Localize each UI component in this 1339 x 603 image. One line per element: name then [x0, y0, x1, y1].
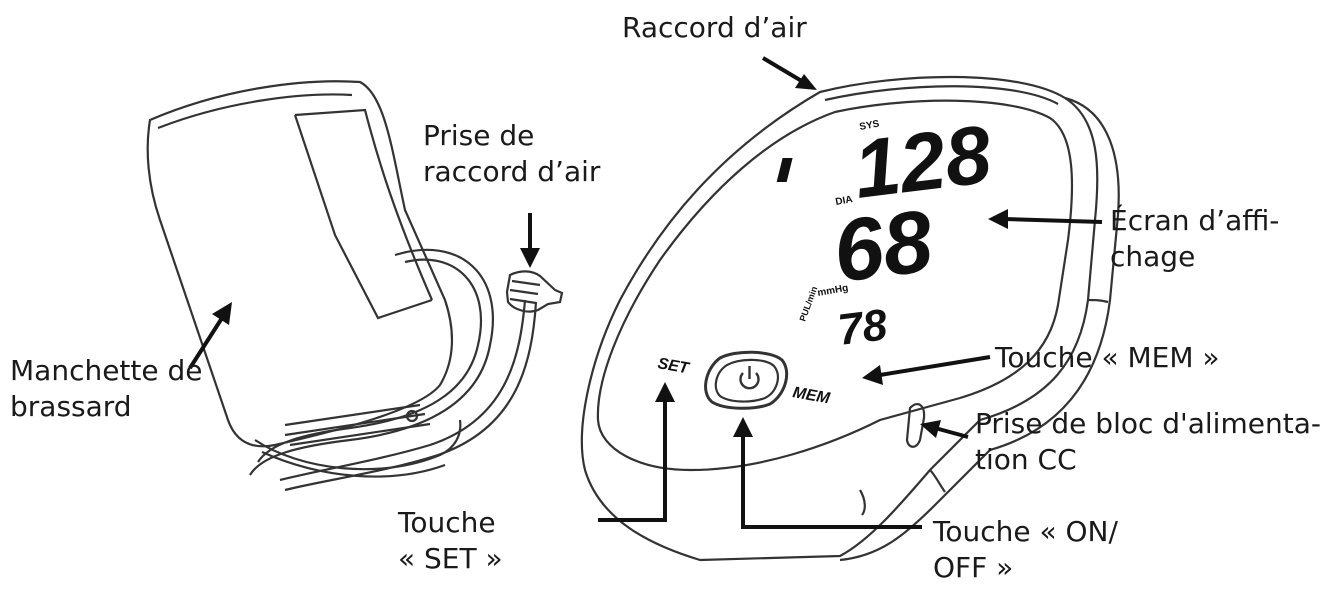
label-dc-socket: Prise de bloc d'alimenta- tion CC: [975, 406, 1321, 478]
pulse-value: 78: [835, 300, 890, 355]
label-air-socket: Prise de raccord d’air: [423, 118, 600, 190]
label-cuff-line1: Manchette de: [10, 354, 203, 387]
label-set-button-line2: « SET »: [398, 542, 503, 575]
label-dc-socket-line1: Prise de bloc d'alimenta-: [975, 407, 1321, 440]
label-onoff-button-line1: Touche « ON/: [933, 515, 1118, 548]
label-display-screen: Écran d’affi- chage: [1110, 203, 1279, 275]
label-air-socket-line2: raccord d’air: [423, 155, 601, 188]
pulse-label: PUL/min: [797, 285, 819, 323]
label-cuff: Manchette de brassard: [10, 353, 203, 425]
dia-label: DIA: [835, 194, 854, 208]
label-onoff-button: Touche « ON/ OFF »: [933, 514, 1118, 586]
label-display-screen-line1: Écran d’affi-: [1110, 204, 1280, 237]
label-cuff-line2: brassard: [10, 390, 132, 423]
cuff-illustration: [146, 80, 564, 492]
label-air-socket-line1: Prise de: [423, 119, 535, 152]
monitor-illustration: [580, 75, 1120, 562]
unit-label: mmHg: [817, 283, 850, 299]
systolic-value: 128: [849, 109, 996, 216]
annotation-arrows: [188, 56, 1103, 529]
label-set-button-line1: Touche: [398, 506, 496, 539]
label-dc-socket-line2: tion CC: [975, 443, 1077, 476]
label-set-button: Touche « SET »: [398, 505, 503, 577]
diastolic-value: 68: [828, 191, 937, 301]
lcd-display: SYS DIA 128 68 mmHg PUL/min 78 SET MEM: [656, 109, 996, 408]
label-display-screen-line2: chage: [1110, 240, 1196, 273]
label-air-connector: Raccord d’air: [622, 11, 807, 44]
sys-label: SYS: [859, 119, 881, 133]
lcd-dash: [776, 158, 793, 182]
label-mem-button: Touche « MEM »: [995, 341, 1220, 374]
mem-label: MEM: [791, 384, 831, 407]
label-onoff-button-line2: OFF »: [933, 551, 1014, 584]
power-icon[interactable]: [739, 366, 760, 390]
set-label: SET: [656, 355, 691, 377]
